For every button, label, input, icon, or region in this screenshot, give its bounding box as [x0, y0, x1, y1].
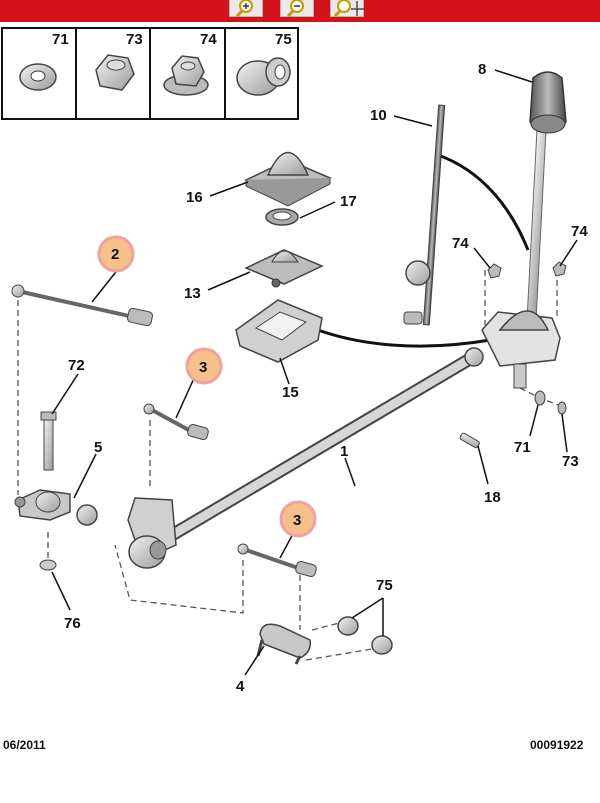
callout-3-lower[interactable]: 3: [293, 512, 301, 529]
part-4-clamp: [256, 623, 312, 665]
zoom-pan-button[interactable]: [330, 0, 364, 17]
callout-15[interactable]: 15: [282, 384, 299, 401]
part-1-shift-linkage: [127, 347, 484, 569]
part-10-selector-rod: [317, 104, 530, 348]
part-3-rod-upper: [143, 403, 209, 440]
magnifier-move-icon: [333, 0, 364, 17]
part-18-pin: [459, 432, 480, 449]
callout-5[interactable]: 5: [94, 439, 102, 456]
magnifier-plus-icon: [235, 0, 253, 17]
part-2-rod: [11, 284, 153, 327]
callout-74-left[interactable]: 74: [452, 235, 469, 252]
part-5-bracket: [14, 489, 98, 526]
gear-lever-housing: [481, 310, 561, 389]
exploded-parts-diagram: 71 73 74 75: [1, 27, 588, 695]
washer-part: [19, 63, 57, 91]
part-15-base: [235, 299, 323, 363]
callout-4[interactable]: 4: [236, 678, 245, 695]
callout-18[interactable]: 18: [484, 489, 501, 506]
magnifier-minus-icon: [286, 0, 304, 17]
part-71-73-hardware: [534, 390, 567, 415]
callout-74-right[interactable]: 74: [571, 223, 588, 240]
callout-75[interactable]: 75: [376, 577, 393, 594]
zoom-in-button[interactable]: [229, 0, 263, 17]
callout-13[interactable]: 13: [184, 285, 201, 302]
part-13-bearing-plate: [244, 249, 324, 288]
part-72-bolt: [40, 411, 57, 471]
callout-16[interactable]: 16: [186, 189, 203, 206]
part-74-nuts: [487, 261, 567, 279]
callout-76[interactable]: 76: [64, 615, 81, 632]
part-75-bushings: [337, 616, 393, 655]
callout-17[interactable]: 17: [340, 193, 357, 210]
legend-label-75: 75: [275, 31, 292, 48]
legend-label-71: 71: [52, 31, 69, 48]
callout-71[interactable]: 71: [514, 439, 531, 456]
callout-2[interactable]: 2: [111, 246, 119, 263]
part-76-washer: [39, 559, 57, 571]
part-17-seal: [265, 208, 299, 226]
assembly-guide-lines: [17, 270, 567, 661]
silent-block-part: [236, 57, 291, 96]
part-16-cover: [244, 152, 332, 207]
part-3-rod-lower: [237, 543, 317, 577]
leader-lines: [51, 69, 578, 676]
zoom-out-button[interactable]: [280, 0, 314, 17]
part-8-gear-knob: [526, 71, 567, 321]
legend-label-73: 73: [126, 31, 143, 48]
footer-date: 06/2011: [3, 738, 46, 752]
callout-3-upper[interactable]: 3: [199, 359, 207, 376]
legend-boxes: 71 73 74 75: [1, 27, 299, 120]
reference-highlights: [97, 235, 317, 538]
hex-nut-part: [95, 54, 135, 91]
callout-10[interactable]: 10: [370, 107, 387, 124]
legend-label-74: 74: [200, 31, 217, 48]
callout-8[interactable]: 8: [478, 61, 486, 78]
footer-reference: 00091922: [530, 738, 584, 752]
flange-nut-part: [163, 55, 209, 96]
callout-1[interactable]: 1: [340, 443, 348, 460]
callout-73[interactable]: 73: [562, 453, 579, 470]
callout-72[interactable]: 72: [68, 357, 85, 374]
